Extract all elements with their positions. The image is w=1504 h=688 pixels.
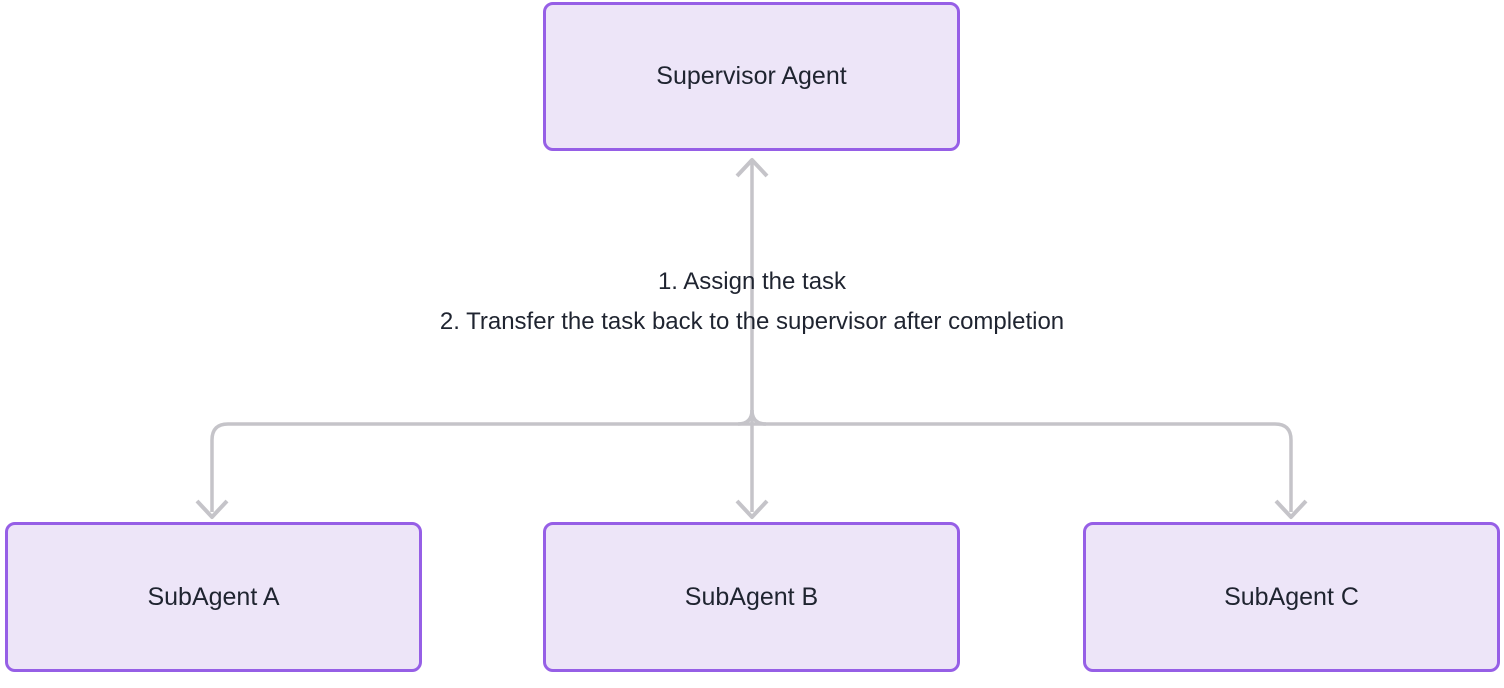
edge-junction-fillet-right (750, 409, 767, 426)
arrow-down-to-subagent-b-icon (735, 499, 769, 519)
node-subagent-c: SubAgent C (1083, 522, 1500, 672)
edge-bus-horizontal (210, 422, 1293, 512)
node-subagent-a-label: SubAgent A (147, 582, 280, 611)
edge-junction-fillet-left (737, 409, 754, 426)
node-subagent-a: SubAgent A (5, 522, 422, 672)
node-subagent-c-label: SubAgent C (1224, 582, 1359, 611)
arrow-down-to-subagent-a-icon (195, 499, 229, 519)
arrow-up-to-supervisor-icon (735, 158, 769, 178)
node-supervisor-agent: Supervisor Agent (543, 2, 960, 151)
arrow-down-to-subagent-c-icon (1274, 499, 1308, 519)
node-supervisor-agent-label: Supervisor Agent (656, 62, 847, 90)
node-subagent-b: SubAgent B (543, 522, 960, 672)
node-subagent-b-label: SubAgent B (684, 582, 819, 611)
